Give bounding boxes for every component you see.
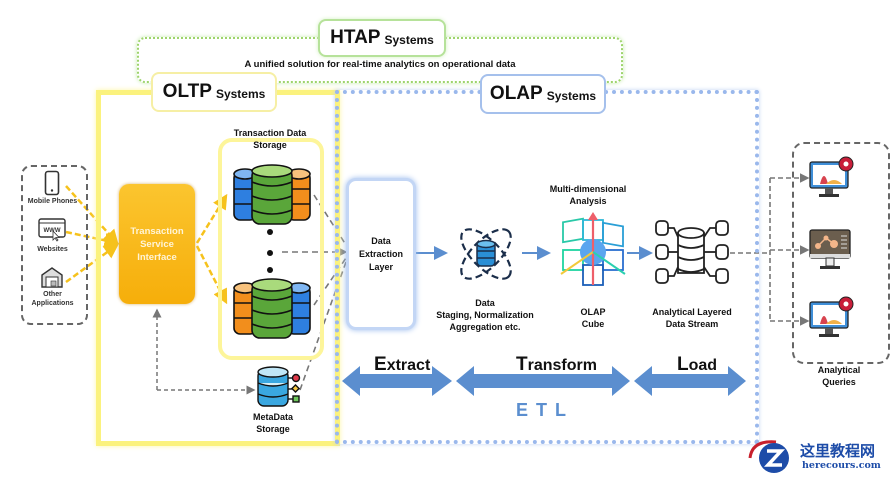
multidimensional-analysis-label: Multi-dimensional Analysis xyxy=(540,183,636,207)
analytics-monitor-icon-2 xyxy=(809,296,854,337)
tsi-line1: Transaction xyxy=(130,225,184,237)
extract-cap: E xyxy=(374,354,387,375)
load-arrow xyxy=(634,366,746,396)
olap-title-main: OLAP xyxy=(489,83,543,104)
metadata-storage-label: MetaData Storage xyxy=(238,411,308,435)
watermark-logo-icon xyxy=(748,440,789,473)
load-cap: L xyxy=(677,354,689,375)
tds-line2: Storage xyxy=(253,140,287,150)
del-line2: Extraction xyxy=(358,248,403,259)
stream-line1: Analytical Layered xyxy=(652,307,732,317)
load-label: Load xyxy=(677,354,717,376)
staging-line3: Aggregation etc. xyxy=(449,322,521,332)
htap-title-main: HTAP xyxy=(330,27,381,48)
mobile-phone-icon xyxy=(44,170,60,196)
extract-rest: xtract xyxy=(386,357,431,374)
htap-title: HTAP Systems xyxy=(318,19,446,57)
transform-cap: T xyxy=(516,354,528,375)
oltp-title: OLTP Systems xyxy=(151,72,277,112)
data-sources-group xyxy=(21,165,88,325)
metadata-database-icon xyxy=(257,366,301,407)
queries-line2: Queries xyxy=(822,377,856,387)
olap-title-suffix: Systems xyxy=(546,89,597,103)
etl-arrows xyxy=(342,366,746,396)
etl-label: ETL xyxy=(516,400,574,420)
analytics-monitor-icon xyxy=(809,156,854,197)
transaction-storage-frame xyxy=(218,138,324,360)
meta-line2: Storage xyxy=(256,424,290,434)
queries-line1: Analytical xyxy=(817,365,861,375)
data-stream-icon xyxy=(655,220,729,284)
source-label-other: Other xyxy=(43,291,62,298)
cube-line1: OLAP xyxy=(580,307,606,317)
htap-title-suffix: Systems xyxy=(384,33,434,47)
staging-label: Data Staging, Normalization Aggregation … xyxy=(430,297,540,333)
ellipsis-dot xyxy=(267,267,273,273)
warehouse-icon xyxy=(41,267,63,288)
tsi-line2: Service xyxy=(140,238,174,250)
load-rest: oad xyxy=(688,357,718,374)
extract-label: Extract xyxy=(374,354,430,376)
staging-line1: Data xyxy=(475,298,495,308)
meta-line1: MetaData xyxy=(252,412,293,422)
analytical-queries-label: Analytical Queries xyxy=(796,364,882,388)
svg-text:WWW: WWW xyxy=(44,228,61,234)
watermark-en: herecours.com xyxy=(802,460,881,471)
htap-subtitle: A unified solution for real-time analyti… xyxy=(244,59,516,70)
ellipsis-dot xyxy=(267,250,273,256)
website-icon: WWW xyxy=(38,218,66,242)
olap-cube-icon xyxy=(560,212,626,286)
mda-line2: Analysis xyxy=(569,196,607,206)
del-line1: Data xyxy=(371,235,391,246)
oltp-title-suffix: Systems xyxy=(215,87,266,101)
stream-line2: Data Stream xyxy=(665,319,719,329)
olap-title: OLAP Systems xyxy=(480,74,606,114)
oltp-title-main: OLTP xyxy=(162,81,212,102)
tsi-metadata-link xyxy=(152,308,256,395)
data-stream-label: Analytical Layered Data Stream xyxy=(640,306,744,330)
data-extraction-layer: Data Extraction Layer xyxy=(346,178,416,330)
mda-line1: Multi-dimensional xyxy=(549,184,627,194)
staging-line2: Staging, Normalization xyxy=(436,310,534,320)
tds-line1: Transaction Data xyxy=(233,128,307,138)
analytical-queries-group xyxy=(792,142,890,364)
del-line3: Layer xyxy=(368,261,393,272)
ellipsis-dot xyxy=(267,229,273,235)
olap-cube-label: OLAP Cube xyxy=(560,306,626,330)
stream-to-queries-links xyxy=(730,173,810,326)
source-label-mobile: Mobile Phones xyxy=(27,198,78,205)
transaction-service-interface: Transaction Service Interface xyxy=(119,184,195,304)
data-staging-icon xyxy=(460,228,512,280)
database-cluster-icon-bottom xyxy=(233,278,311,339)
transform-rest: ransform xyxy=(527,357,597,374)
database-cluster-icon-top xyxy=(233,164,311,225)
cube-line2: Cube xyxy=(581,319,605,329)
transform-arrow xyxy=(456,366,630,396)
source-label-applications: Applications xyxy=(31,300,74,307)
transaction-storage-label: Transaction Data Storage xyxy=(215,127,325,151)
tsi-line3: Interface xyxy=(137,251,177,263)
graph-monitor-icon xyxy=(809,229,851,269)
transform-label: Transform xyxy=(516,354,597,376)
extract-arrow xyxy=(342,366,452,396)
watermark-cn: 这里教程网 xyxy=(800,442,876,460)
source-label-websites: Websites xyxy=(37,246,68,253)
